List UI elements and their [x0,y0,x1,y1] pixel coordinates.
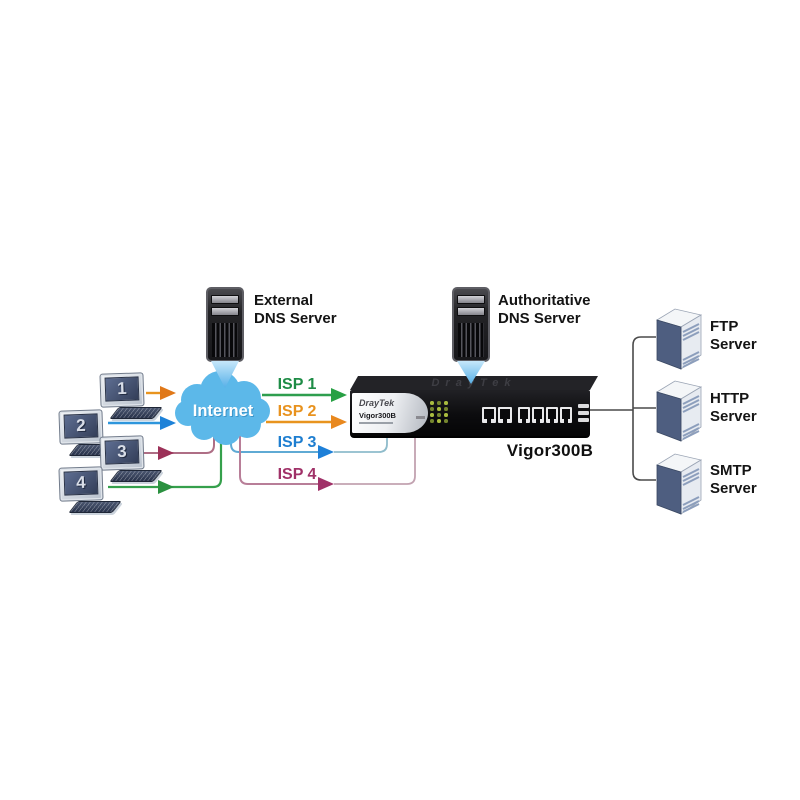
router-device: DrayTek DrayTek Vigor300B [348,376,600,440]
svg-text:Internet: Internet [194,403,255,421]
pc-monitor: 2 [58,409,104,445]
router-tagline-bar [359,422,393,424]
client-3-arrow [158,446,174,460]
http-server-icon [654,377,704,443]
client-4-arrow [158,480,174,494]
ftp-server-icon [654,305,704,371]
pc-number-label: 3 [104,439,140,465]
smtp-server-icon [654,450,704,516]
isp-2-arrow [331,415,347,429]
external-dns-server-icon [206,287,244,362]
router-top-brand: DrayTek [431,377,517,389]
authoritative-dns-server-icon [452,287,490,362]
pc-number-label: 1 [104,376,140,402]
ethernet-port [482,407,496,423]
internet-cloud: Internet Internet [175,371,270,445]
router-port-group-wan [482,407,512,423]
ethernet-port [532,407,544,423]
router-panel-mark [416,416,425,419]
ethernet-port [546,407,558,423]
pc-number-label: 2 [63,413,99,439]
pc-monitor: 3 [99,435,145,471]
router-brand-label: DrayTek [359,398,395,408]
client-pc-4: 4 [58,466,122,515]
router-led-grid [430,401,451,425]
isp-3-label: ISP 3 [277,434,317,451]
router-usb-ports [578,404,589,422]
isp-2-label: ISP 2 [277,403,317,420]
ftp-server-label: FTP Server [710,318,757,353]
http-server-label: HTTP Server [710,390,757,425]
router-port-group-lan [518,407,572,423]
smtp-server-label: SMTP Server [710,462,757,497]
authoritative-dns-label: Authoritative DNS Server [498,292,591,327]
external-dns-beam-icon [211,361,239,388]
pc-monitor: 4 [58,466,104,502]
internet-label: Internet [193,402,254,420]
vent-grille [212,323,238,357]
isp-4-tail [334,437,416,485]
isp-1-label: ISP 1 [277,376,317,393]
drive-bay [211,295,239,304]
router-front-panel: DrayTek Vigor300B [350,390,590,438]
vent-grille [458,323,484,357]
pc-number-label: 4 [63,470,99,496]
ethernet-port [498,407,512,423]
router-model-label: Vigor300B [359,411,396,420]
external-dns-label: External DNS Server [254,292,337,327]
client-1-arrow [160,386,176,400]
router-caption: Vigor300B [506,441,594,460]
isp-1-arrow [331,388,347,402]
router-name-badge: DrayTek Vigor300B [352,393,428,433]
isp-4-label: ISP 4 [277,466,317,483]
drive-bay [457,307,485,316]
drive-bay [457,295,485,304]
ethernet-port [518,407,530,423]
router-top-face: DrayTek [350,376,598,390]
pc-keyboard [68,501,122,513]
pc-monitor: 1 [99,372,145,408]
ethernet-port [560,407,572,423]
client-2-arrow [160,416,176,430]
drive-bay [211,307,239,316]
